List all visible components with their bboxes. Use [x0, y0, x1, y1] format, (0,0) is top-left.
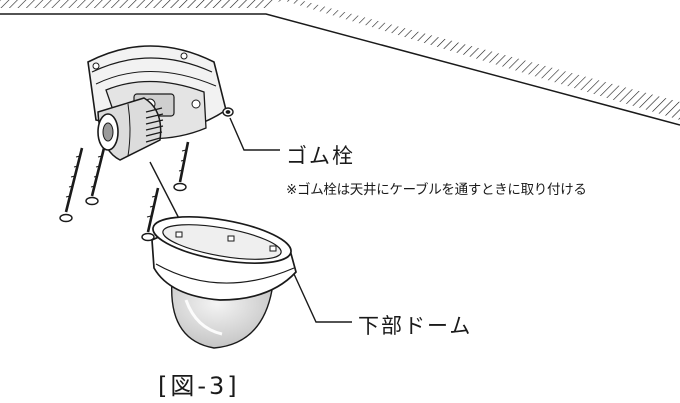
- rubber-plug-label: ゴム栓: [286, 144, 355, 168]
- ceiling: [0, 0, 680, 126]
- lower-dome-leader: [293, 273, 352, 323]
- lower-dome: [151, 216, 297, 349]
- rubber-plug: [222, 107, 234, 117]
- screws: [59, 141, 190, 242]
- camera-body: [87, 45, 227, 161]
- figure-caption: [図-3]: [158, 372, 240, 400]
- rubber-plug-note: ※ゴム栓は天井にケーブルを通すときに取り付ける: [286, 182, 587, 198]
- rubber-plug-leader: [229, 117, 280, 151]
- lower-dome-label: 下部ドーム: [358, 314, 473, 338]
